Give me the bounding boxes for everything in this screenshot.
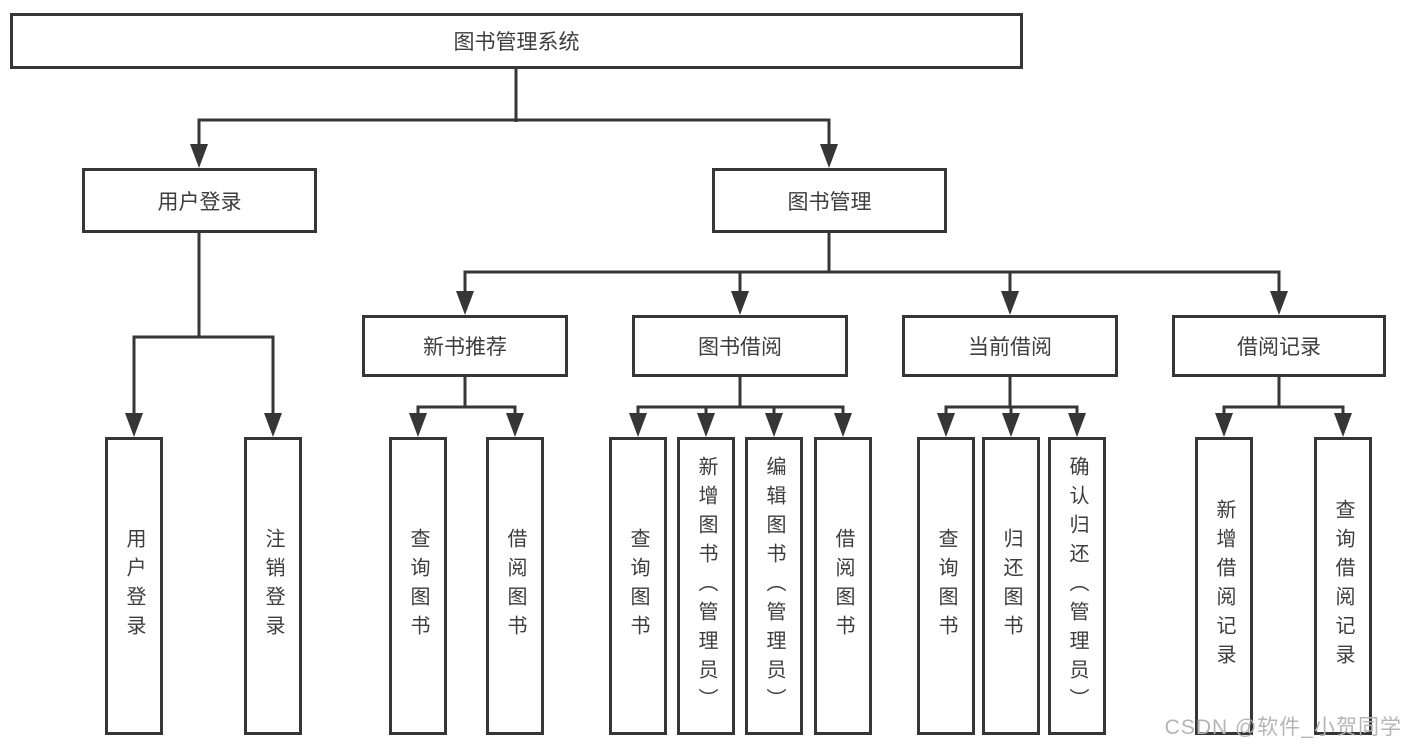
node-label: 借阅图书	[504, 528, 526, 644]
arrowhead	[1002, 413, 1020, 437]
node-leaf-logout: 注销登录	[244, 437, 302, 735]
arrowhead	[731, 291, 749, 315]
arrowhead	[190, 144, 208, 168]
node-leaf-confirm-return-admin: 确认归还（管理员）	[1048, 437, 1106, 735]
node-leaf-query-books-3: 查询图书	[917, 437, 975, 735]
arrowhead	[697, 413, 715, 437]
node-book-borrow: 图书借阅	[632, 315, 848, 377]
node-leaf-return-books: 归还图书	[982, 437, 1040, 735]
node-label: 查询图书	[627, 528, 649, 644]
node-label: 确认归还（管理员）	[1066, 455, 1088, 717]
node-leaf-edit-books-admin: 编辑图书（管理员）	[745, 437, 803, 735]
node-label: 借阅图书	[832, 528, 854, 644]
arrowhead	[409, 413, 427, 437]
arrowhead	[1334, 413, 1352, 437]
arrowhead	[456, 291, 474, 315]
edge-book-management-to-level3	[463, 232, 1281, 298]
arrowhead	[1270, 291, 1288, 315]
node-current-borrow: 当前借阅	[902, 315, 1118, 377]
node-label: 新增借阅记录	[1213, 499, 1235, 673]
arrowhead	[820, 144, 838, 168]
edge-user-login-to-leaves	[132, 232, 275, 420]
arrowhead	[506, 413, 524, 437]
node-leaf-borrow-books-2: 借阅图书	[814, 437, 872, 735]
node-new-book-recommend: 新书推荐	[362, 315, 568, 377]
edge-book-borrow-to-leaves	[636, 376, 845, 420]
node-label: 用户登录	[123, 528, 145, 644]
arrowhead	[1068, 413, 1086, 437]
arrowhead	[629, 413, 647, 437]
arrowhead	[765, 413, 783, 437]
node-leaf-user-login: 用户登录	[105, 437, 163, 735]
arrowhead	[937, 413, 955, 437]
node-label: 查询图书	[407, 528, 429, 644]
node-book-management: 图书管理	[712, 168, 947, 233]
arrowhead	[264, 413, 282, 437]
node-label: 归还图书	[1000, 528, 1022, 644]
node-leaf-query-borrow-record: 查询借阅记录	[1314, 437, 1372, 735]
edge-root-to-level2	[197, 68, 831, 150]
arrowhead	[125, 413, 143, 437]
node-leaf-query-books-2: 查询图书	[609, 437, 667, 735]
arrowhead	[1215, 413, 1233, 437]
node-leaf-query-books-1: 查询图书	[389, 437, 447, 735]
node-leaf-add-books-admin: 新增图书（管理员）	[677, 437, 735, 735]
node-label: 查询图书	[935, 528, 957, 644]
node-label: 图书管理系统	[453, 31, 580, 54]
node-leaf-borrow-books-1: 借阅图书	[486, 437, 544, 735]
node-borrow-records: 借阅记录	[1172, 315, 1386, 377]
arrowhead	[1001, 291, 1019, 315]
edge-new-book-recommend-to-leaves	[416, 376, 517, 420]
node-label: 查询借阅记录	[1332, 499, 1354, 673]
node-label: 新书推荐	[423, 336, 507, 359]
node-label: 用户登录	[157, 190, 242, 214]
node-label: 图书管理	[787, 190, 872, 214]
node-label: 新增图书（管理员）	[695, 455, 717, 717]
node-label: 图书借阅	[698, 336, 782, 359]
node-label: 注销登录	[262, 528, 284, 644]
node-label: 借阅记录	[1237, 336, 1321, 359]
node-user-login: 用户登录	[82, 168, 317, 233]
node-root-system: 图书管理系统	[10, 13, 1023, 69]
edge-borrow-records-to-leaves	[1222, 376, 1345, 420]
node-label: 当前借阅	[968, 336, 1052, 359]
arrowhead	[834, 413, 852, 437]
node-label: 编辑图书（管理员）	[763, 455, 785, 717]
node-leaf-add-borrow-record: 新增借阅记录	[1195, 437, 1253, 735]
